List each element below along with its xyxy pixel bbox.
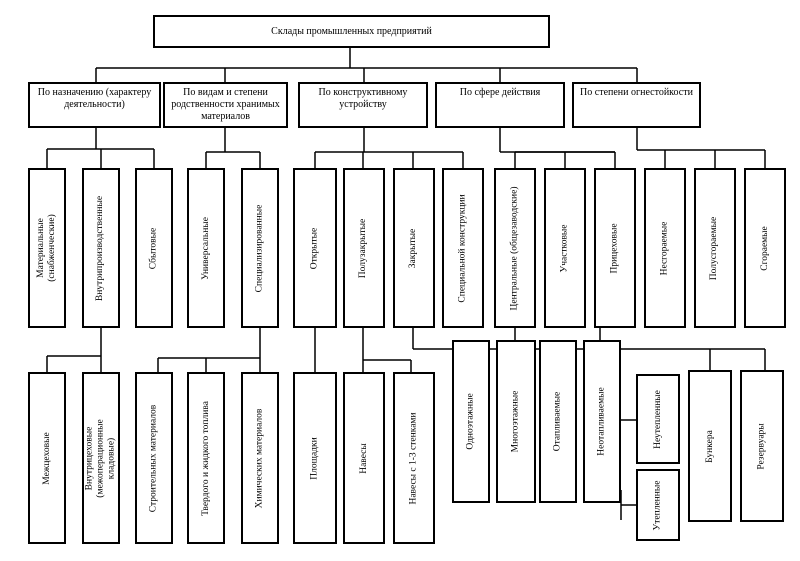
category-fire-resistance: По степени огнестойкости [572,82,701,128]
node-open: Открытые [293,168,337,328]
node-sheds: Навесы [343,372,385,544]
diagram-title: Склады промышленных предприятий [153,15,550,48]
node-universal: Универсальные [187,168,225,328]
node-inter-shop: Межцеховые [28,372,66,544]
node-uninsulated: Неутепленные [636,374,680,464]
node-combustible: Сгораемые [744,168,786,328]
category-material-kinds: По видам и степени родственности хранимы… [163,82,288,128]
node-material-supply: Материальные (снабженческие) [28,168,66,328]
node-special-construction: Специальной конструкции [442,168,484,328]
node-in-production: Внутрипроизводственные [82,168,120,328]
node-near-shop: Прицеховые [594,168,636,328]
diagram-title-text: Склады промышленных предприятий [271,25,432,37]
category-scope: По сфере действия [435,82,565,128]
node-sheds-walls: Навесы с 1-3 стенками [393,372,435,544]
node-closed: Закрытые [393,168,435,328]
node-semi-closed: Полузакрытые [343,168,385,328]
node-insulated: Утепленные [636,469,680,541]
node-sales: Сбытовые [135,168,173,328]
node-section: Участковые [544,168,586,328]
node-in-shop: Внутрицеховые (межоперационные кладовые) [82,372,120,544]
node-bunkers: Бункера [688,370,732,522]
node-central: Центральные (общезаводские) [494,168,536,328]
node-reservoirs: Резервуары [740,370,784,522]
node-multi-storey: Многоэтажные [496,340,536,503]
category-construction: По конструктивному устройству [298,82,428,128]
node-specialized: Специализированные [241,168,279,328]
node-building-materials: Строительных материалов [135,372,173,544]
node-fuel: Твердого и жидкого топлива [187,372,225,544]
node-fireproof: Несгораемые [644,168,686,328]
node-unheated: Неотапливаемые [583,340,621,503]
node-single-storey: Одноэтажные [452,340,490,503]
category-purpose: По назначению (характеру деятельности) [28,82,161,128]
node-chemical-materials: Химических материалов [241,372,279,544]
node-semi-combustible: Полусгораемые [694,168,736,328]
node-platforms: Площадки [293,372,337,544]
node-heated: Отапливаемые [539,340,577,503]
